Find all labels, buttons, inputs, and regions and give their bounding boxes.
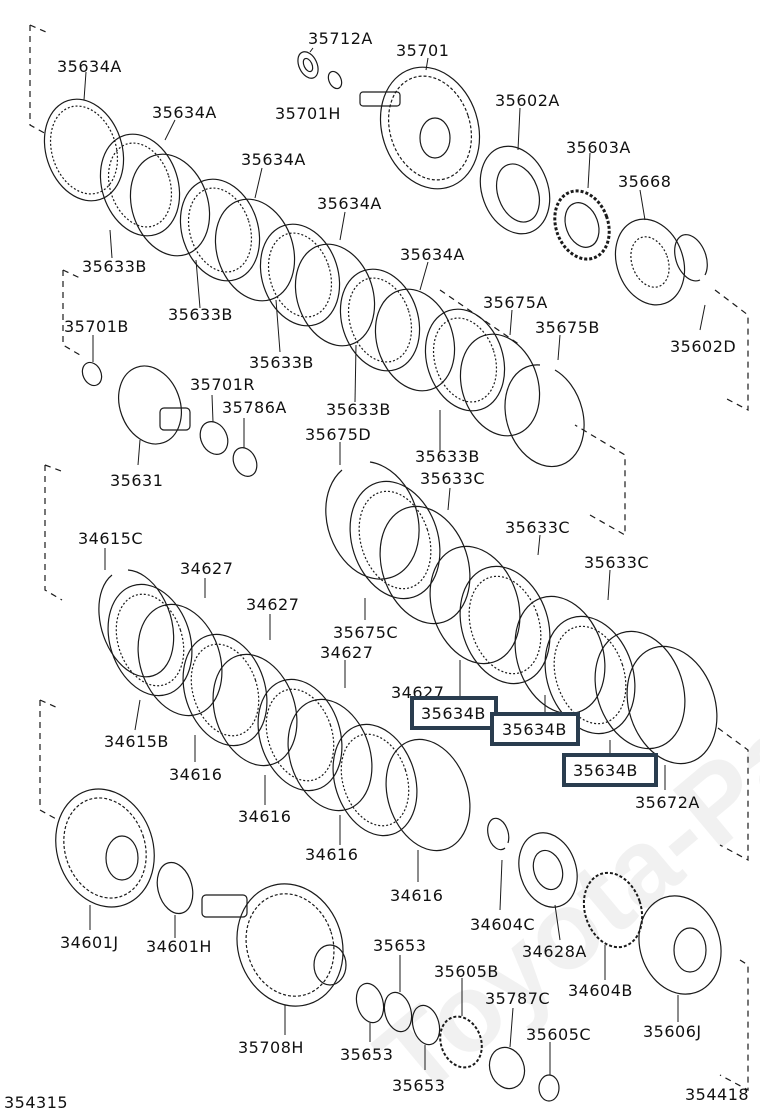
label-34627[interactable]: 34627 [246, 595, 299, 614]
label-34601J[interactable]: 34601J [60, 933, 119, 952]
label-35675B[interactable]: 35675B [535, 318, 600, 337]
figure-number-right: 354418 [685, 1085, 749, 1104]
highlight-35634B-1[interactable]: 35634B [410, 696, 498, 730]
label-35633B[interactable]: 35633B [168, 305, 233, 324]
label-34601H[interactable]: 34601H [146, 937, 212, 956]
drum-34601J [55, 788, 194, 915]
label-35634A[interactable]: 35634A [400, 245, 465, 264]
part-labels: 35634A 35634A 35634A 35634A 35634A 35712… [4, 29, 749, 1112]
clutch-pack-middle [325, 461, 718, 765]
label-34627[interactable]: 34627 [320, 643, 373, 662]
shaft-35631 [81, 361, 258, 477]
label-34627[interactable]: 34627 [180, 559, 233, 578]
label-34604B[interactable]: 34604B [568, 981, 633, 1000]
label-35634A[interactable]: 35634A [152, 103, 217, 122]
highlight-label: 35634B [573, 761, 638, 780]
label-35633C[interactable]: 35633C [420, 469, 485, 488]
highlighted-parts: 35634B 35634B 35634B [410, 696, 658, 787]
label-34604C[interactable]: 34604C [470, 915, 535, 934]
leader-lines [83, 47, 706, 1075]
dashed-assembly-lines [29, 24, 749, 1092]
label-35701[interactable]: 35701 [396, 41, 449, 60]
label-34615B[interactable]: 34615B [104, 732, 169, 751]
label-34616[interactable]: 34616 [305, 845, 358, 864]
label-34616[interactable]: 34616 [390, 886, 443, 905]
label-35633B[interactable]: 35633B [415, 447, 480, 466]
label-35787C[interactable]: 35787C [485, 989, 550, 1008]
label-35606J[interactable]: 35606J [643, 1022, 702, 1041]
label-34616[interactable]: 34616 [169, 765, 222, 784]
label-35653[interactable]: 35653 [373, 936, 426, 955]
label-35672A[interactable]: 35672A [635, 793, 700, 812]
label-35675D[interactable]: 35675D [305, 425, 371, 444]
highlight-label: 35634B [421, 704, 486, 723]
label-35633C[interactable]: 35633C [505, 518, 570, 537]
label-34616[interactable]: 34616 [238, 807, 291, 826]
label-35634A[interactable]: 35634A [57, 57, 122, 76]
label-35712A[interactable]: 35712A [308, 29, 373, 48]
label-35631[interactable]: 35631 [110, 471, 163, 490]
label-35668[interactable]: 35668 [618, 172, 671, 191]
label-35701H[interactable]: 35701H [275, 104, 341, 123]
label-35634A[interactable]: 35634A [241, 150, 306, 169]
one-way-clutch-group [479, 145, 708, 306]
label-35675C[interactable]: 35675C [333, 623, 398, 642]
label-35633B[interactable]: 35633B [326, 400, 391, 419]
label-35708H[interactable]: 35708H [238, 1038, 304, 1057]
label-35701R[interactable]: 35701R [190, 375, 255, 394]
label-35603A[interactable]: 35603A [566, 138, 631, 157]
drum-35701 [297, 51, 481, 190]
highlight-label: 35634B [502, 720, 567, 739]
label-35675A[interactable]: 35675A [483, 293, 548, 312]
highlight-35634B-2[interactable]: 35634B [490, 712, 580, 746]
planetary-group [487, 817, 722, 995]
label-35634A[interactable]: 35634A [317, 194, 382, 213]
figure-number-left: 354315 [4, 1093, 68, 1112]
label-35653[interactable]: 35653 [392, 1076, 445, 1095]
highlight-35634B-3[interactable]: 35634B [562, 753, 658, 787]
label-35633B[interactable]: 35633B [82, 257, 147, 276]
label-35786A[interactable]: 35786A [222, 398, 287, 417]
clutch-pack-lower [98, 569, 471, 852]
label-34615C[interactable]: 34615C [78, 529, 143, 548]
label-35633C[interactable]: 35633C [584, 553, 649, 572]
clutch-pack-top [43, 98, 585, 468]
label-35605C[interactable]: 35605C [526, 1025, 591, 1044]
label-35653[interactable]: 35653 [340, 1045, 393, 1064]
label-35633B[interactable]: 35633B [249, 353, 314, 372]
drum-35708H [201, 883, 560, 1102]
label-35602D[interactable]: 35602D [670, 337, 736, 356]
label-34628A[interactable]: 34628A [522, 942, 587, 961]
label-35605B[interactable]: 35605B [434, 962, 499, 981]
label-35701B[interactable]: 35701B [64, 317, 129, 336]
label-35602A[interactable]: 35602A [495, 91, 560, 110]
